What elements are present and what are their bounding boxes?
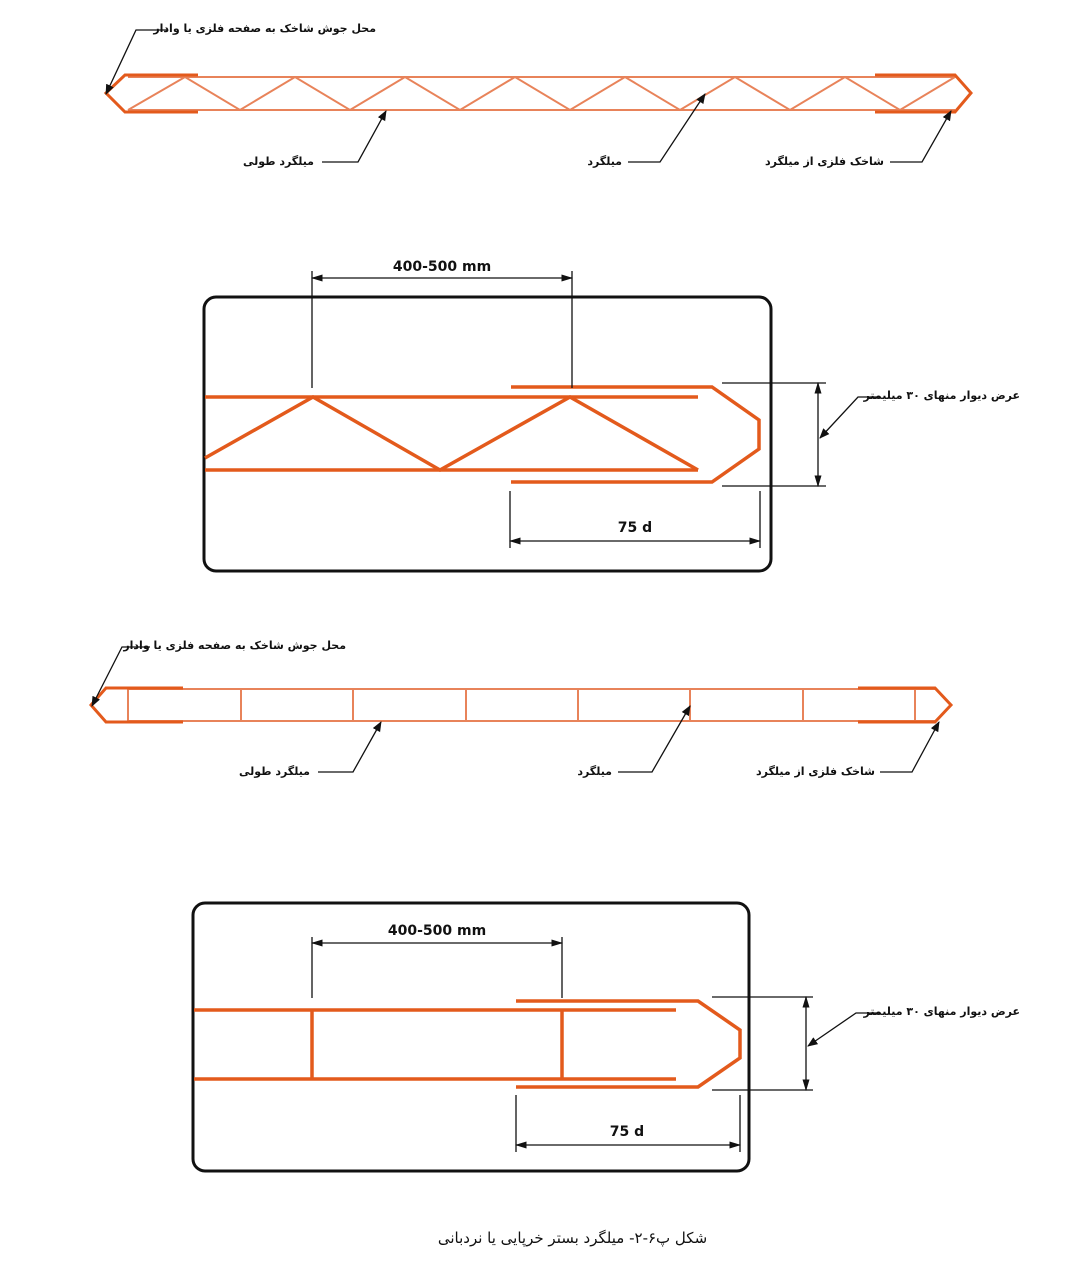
spacing-dimension-label: 400-500 mm <box>392 259 492 275</box>
lap-length-label: 75 d <box>609 1124 645 1140</box>
weld-location-label: محل جوش شاخک به صفحه فلزی یا وادار <box>123 639 346 652</box>
longitudinal-rebar-label: میلگرد طولی <box>242 155 314 168</box>
lap-length-label: 75 d <box>617 520 653 536</box>
rebar-label: میلگرد <box>577 765 612 778</box>
dimension-lines <box>310 271 880 548</box>
ladder-leader-lines <box>91 646 940 773</box>
ladder-reinforcement-figure <box>88 646 954 773</box>
figure-caption: شکل پ۶-۲- میلگرد بستر خرپایی یا نردبانی <box>0 1229 1090 1247</box>
ladder-detail <box>191 901 880 1173</box>
weld-location-label: محل جوش شاخک به صفحه فلزی یا وادار <box>153 22 376 35</box>
ladder-rebar <box>127 688 935 722</box>
longitudinal-rebar-label: میلگرد طولی <box>238 765 310 778</box>
leader-lines <box>105 29 952 163</box>
truss-detail-rebar <box>204 385 761 484</box>
truss-reinforcement-figure <box>103 29 973 163</box>
metal-tie-label: شاخک فلزی از میلگرد <box>764 155 884 168</box>
truss-rebar <box>127 75 956 112</box>
detail-frame <box>191 901 751 1173</box>
ladder-dimension-lines <box>310 937 880 1152</box>
spacing-dimension-label: 400-500 mm <box>387 923 487 939</box>
wall-width-label: عرض دیوار منهای ۳۰ میلیمتر <box>863 389 1020 402</box>
metal-tie-label: شاخک فلزی از میلگرد <box>755 765 875 778</box>
ladder-end-ties <box>88 686 954 724</box>
rebar-label: میلگرد <box>587 155 622 168</box>
ladder-detail-rebar <box>194 999 742 1089</box>
detail-frame <box>202 295 773 573</box>
truss-detail <box>202 271 880 573</box>
figure-caption-text: شکل پ۶-۲- میلگرد بستر خرپایی یا نردبانی <box>437 1229 708 1247</box>
wall-width-label: عرض دیوار منهای ۳۰ میلیمتر <box>863 1005 1020 1018</box>
